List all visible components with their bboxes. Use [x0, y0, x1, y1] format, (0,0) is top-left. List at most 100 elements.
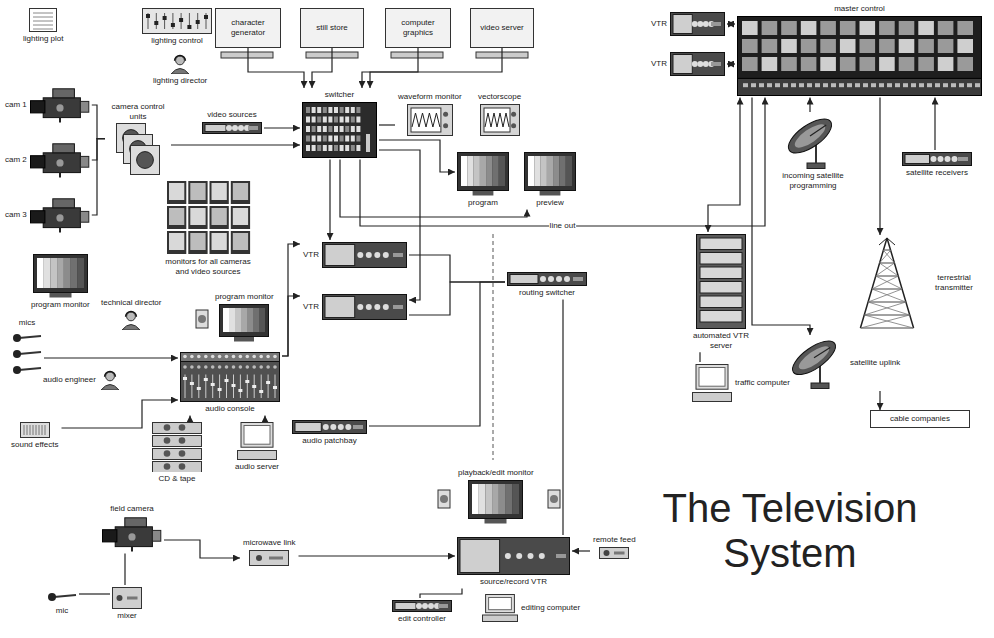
icon-part — [183, 355, 187, 359]
icon-part — [351, 145, 355, 151]
icon-part — [334, 126, 338, 132]
icon-part — [700, 238, 742, 250]
equipment-label: cam 1 — [4, 100, 28, 110]
icon-part — [293, 421, 367, 434]
icon-part — [443, 111, 448, 116]
screen-box: character generator — [215, 8, 281, 48]
icon-part — [143, 9, 212, 34]
equipment-node: lighting control — [140, 6, 214, 48]
equipment-node: audio patchbay — [290, 418, 369, 448]
icon-part — [458, 538, 570, 575]
icon-part — [416, 603, 422, 609]
icon-part — [56, 159, 63, 166]
monitor-icon — [524, 152, 576, 196]
speaker — [548, 490, 560, 508]
icon-part — [229, 308, 235, 332]
icon-part — [539, 553, 545, 559]
rack-icon — [902, 152, 972, 166]
connector — [44, 357, 178, 358]
rack-icon — [457, 537, 570, 575]
icon-part — [328, 107, 332, 113]
icon-part — [791, 120, 828, 151]
icon-part — [847, 83, 852, 87]
icon-part — [356, 116, 360, 122]
icon-part — [164, 450, 171, 457]
icon-part — [473, 191, 494, 196]
icon-part — [814, 347, 830, 357]
icon-part — [783, 114, 837, 159]
icon-part — [938, 156, 944, 162]
icon-part — [383, 252, 389, 258]
icon-part — [128, 533, 135, 540]
icon-part — [762, 21, 778, 35]
speaker-cone — [440, 495, 448, 503]
icon-part — [181, 361, 280, 402]
keyboard — [391, 52, 443, 58]
equipment-label: incoming satellite programming — [772, 171, 854, 190]
icon-part — [460, 540, 500, 573]
equipment-node: field camera — [100, 502, 164, 554]
icon-part — [868, 302, 909, 315]
icon-part — [919, 83, 924, 87]
connector — [299, 555, 456, 556]
equipment-node: edit controller — [390, 598, 454, 626]
icon-part — [879, 83, 884, 87]
icon-part — [273, 355, 277, 359]
icon-part — [49, 293, 71, 298]
icon-part — [122, 324, 140, 330]
icon-part — [35, 425, 36, 435]
equipment-node: terrestrial transmitter — [850, 235, 986, 331]
icon-part — [230, 206, 249, 229]
icon-part — [187, 25, 191, 29]
icon-part — [226, 125, 232, 131]
screen-box: video server — [470, 8, 534, 48]
equipment-label: camera control units — [107, 102, 169, 121]
icon-part — [33, 21, 53, 22]
icon-part — [211, 355, 215, 359]
equipment-label: terrestrial transmitter — [924, 273, 984, 292]
monitor-icon — [457, 152, 509, 196]
icon-part — [918, 57, 934, 71]
icon-part — [742, 39, 758, 53]
icon-part — [393, 305, 403, 309]
icon-part — [183, 377, 187, 380]
icon-part — [840, 21, 856, 35]
icon-part — [711, 62, 721, 66]
equipment-label: VTR — [650, 59, 668, 69]
icon-part — [303, 102, 377, 157]
icon-part — [164, 424, 171, 431]
icon-part — [696, 365, 728, 390]
mic-icon — [12, 330, 42, 378]
icon-part — [903, 83, 908, 87]
icon-part — [232, 208, 247, 225]
scope-icon — [407, 104, 453, 136]
icon-part — [604, 550, 610, 556]
icon-part — [863, 83, 868, 87]
diagram-title: The Television System — [640, 486, 940, 576]
icon-part — [153, 449, 202, 460]
icon-part — [273, 386, 277, 389]
icon-part — [781, 21, 797, 35]
icon-part — [810, 125, 826, 136]
icon-part — [70, 258, 77, 288]
icon-part — [43, 208, 80, 228]
icon-part — [190, 183, 205, 200]
icon-part — [29, 425, 30, 435]
icon-part — [238, 451, 277, 460]
computer-icon — [692, 364, 732, 402]
icon-part — [872, 276, 898, 289]
icon-part — [203, 122, 262, 133]
icon-part — [703, 61, 709, 67]
icon-part — [383, 304, 389, 310]
icon-part — [957, 57, 973, 71]
rack-icon — [292, 420, 367, 434]
icon-part — [887, 238, 895, 245]
icon-part — [528, 553, 534, 559]
connector — [189, 416, 190, 420]
equipment-label: program monitor — [30, 300, 91, 310]
equipment-node: camera control units — [105, 100, 171, 177]
equipment-label: still store — [315, 23, 349, 33]
rack-icon — [392, 600, 452, 612]
icon-part — [232, 355, 236, 359]
camera-icon — [102, 516, 162, 552]
